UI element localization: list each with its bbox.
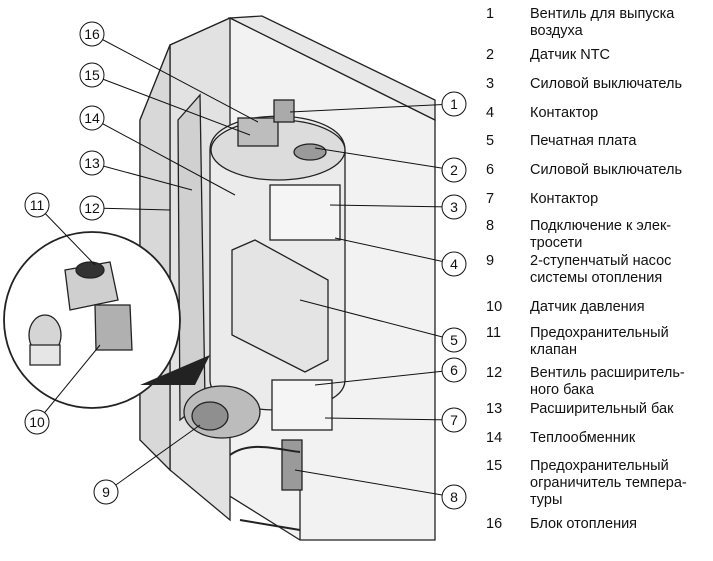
legend-number: 12 bbox=[486, 365, 503, 381]
legend-number: 10 bbox=[486, 299, 503, 315]
legend-label: Предохранительный клапан bbox=[530, 325, 669, 358]
mains-terminal bbox=[281, 439, 303, 491]
legend-item: 5 Печатная плата bbox=[480, 133, 710, 162]
callout-5 bbox=[441, 327, 467, 353]
callout-13 bbox=[79, 150, 105, 176]
legend-number: 13 bbox=[486, 401, 503, 417]
legend-label: Вентиль расширитель- ного бака bbox=[530, 365, 685, 398]
boiler-diagram: 1 2 3 4 5 6 7 8 9 10 11 12 13 14 15 16 bbox=[3, 15, 467, 541]
parts-legend: 1 Вентиль для выпуска воздуха 2 Датчик N… bbox=[480, 6, 710, 536]
callout-label-16: 16 bbox=[84, 26, 100, 42]
legend-label: Силовой выключатель bbox=[530, 76, 683, 92]
callout-label-11: 11 bbox=[30, 197, 45, 213]
legend-label: Контактор bbox=[530, 191, 599, 207]
circuit-board bbox=[231, 239, 329, 373]
callout-12 bbox=[79, 195, 105, 221]
legend-label: Подключение к элек- тросети bbox=[530, 218, 672, 251]
callout-4 bbox=[441, 251, 467, 277]
legend-item: 3 Силовой выключатель bbox=[480, 76, 710, 105]
legend-number: 11 bbox=[486, 325, 502, 341]
legend-number: 14 bbox=[486, 430, 503, 446]
callout-label-10: 10 bbox=[29, 414, 45, 430]
legend-label: Предохранительный ограничитель темпера- … bbox=[530, 458, 687, 508]
callout-label-7: 7 bbox=[450, 412, 458, 428]
callout-label-1: 1 bbox=[450, 96, 458, 112]
air-vent-valve bbox=[273, 99, 295, 123]
legend-number: 9 bbox=[486, 253, 495, 269]
legend-number: 6 bbox=[486, 162, 495, 178]
legend-item: 4 Контактор bbox=[480, 105, 710, 133]
legend-item: 6 Силовой выключатель bbox=[480, 162, 710, 191]
callout-label-8: 8 bbox=[450, 489, 458, 505]
callout-label-9: 9 bbox=[102, 484, 110, 500]
callout-3 bbox=[441, 194, 467, 220]
heating-block bbox=[237, 117, 279, 147]
legend-label: Силовой выключатель bbox=[530, 162, 683, 178]
legend-number: 2 bbox=[486, 47, 495, 63]
legend-item: 13 Расширительный бак bbox=[480, 401, 710, 430]
callout-label-6: 6 bbox=[450, 362, 458, 378]
callout-9 bbox=[93, 479, 119, 505]
callout-14 bbox=[79, 105, 105, 131]
legend-number: 3 bbox=[486, 76, 495, 92]
legend-label: Датчик давления bbox=[530, 299, 645, 315]
legend-item: 10 Датчик давления bbox=[480, 299, 710, 325]
callout-10 bbox=[24, 409, 50, 435]
pressure-sensor bbox=[94, 304, 133, 351]
legend-item: 1 Вентиль для выпуска воздуха bbox=[480, 6, 710, 47]
legend-item: 12 Вентиль расширитель- ного бака bbox=[480, 365, 710, 401]
legend-number: 7 bbox=[486, 191, 495, 207]
legend-label: Расширительный бак bbox=[530, 401, 674, 417]
legend-item: 15 Предохранительный ограничитель темпер… bbox=[480, 458, 710, 516]
callout-6 bbox=[441, 357, 467, 383]
legend-item: 16 Блок отопления bbox=[480, 516, 710, 536]
legend-label: Теплообменник bbox=[530, 430, 636, 446]
callout-label-12: 12 bbox=[84, 200, 100, 216]
legend-item: 11 Предохранительный клапан bbox=[480, 325, 710, 365]
callout-15 bbox=[79, 62, 105, 88]
callout-11 bbox=[24, 192, 50, 218]
legend-label: Печатная плата bbox=[530, 133, 637, 149]
callout-2 bbox=[441, 157, 467, 183]
legend-item: 9 2-ступенчатый насос системы отопления bbox=[480, 253, 710, 299]
callout-label-15: 15 bbox=[84, 67, 100, 83]
legend-number: 5 bbox=[486, 133, 495, 149]
legend-item: 14 Теплообменник bbox=[480, 430, 710, 458]
callout-16 bbox=[79, 21, 105, 47]
power-switch-bottom bbox=[271, 379, 333, 431]
callout-7 bbox=[441, 407, 467, 433]
callout-label-4: 4 bbox=[450, 256, 458, 272]
power-switch-top bbox=[269, 184, 341, 241]
callout-1 bbox=[441, 91, 467, 117]
legend-number: 4 bbox=[486, 105, 495, 121]
legend-label: 2-ступенчатый насос системы отопления bbox=[530, 253, 672, 286]
legend-label: Датчик NTC bbox=[530, 47, 611, 63]
legend-label: Блок отопления bbox=[530, 516, 638, 532]
legend-number: 1 bbox=[486, 6, 495, 22]
legend-label: Вентиль для выпуска воздуха bbox=[530, 6, 675, 39]
ntc-sensor bbox=[293, 143, 327, 161]
callout-label-13: 13 bbox=[84, 155, 100, 171]
legend-item: 8 Подключение к элек- тросети bbox=[480, 218, 710, 253]
legend-number: 16 bbox=[486, 516, 503, 532]
legend-number: 15 bbox=[486, 458, 503, 474]
legend-item: 2 Датчик NTC bbox=[480, 47, 710, 76]
callout-label-3: 3 bbox=[450, 199, 458, 215]
legend-label: Контактор bbox=[530, 105, 599, 121]
callout-label-2: 2 bbox=[450, 162, 458, 178]
legend-number: 8 bbox=[486, 218, 495, 234]
casing-top bbox=[227, 15, 436, 122]
callout-label-5: 5 bbox=[450, 332, 458, 348]
callout-label-14: 14 bbox=[84, 110, 100, 126]
callout-8 bbox=[441, 484, 467, 510]
legend-item: 7 Контактор bbox=[480, 191, 710, 218]
